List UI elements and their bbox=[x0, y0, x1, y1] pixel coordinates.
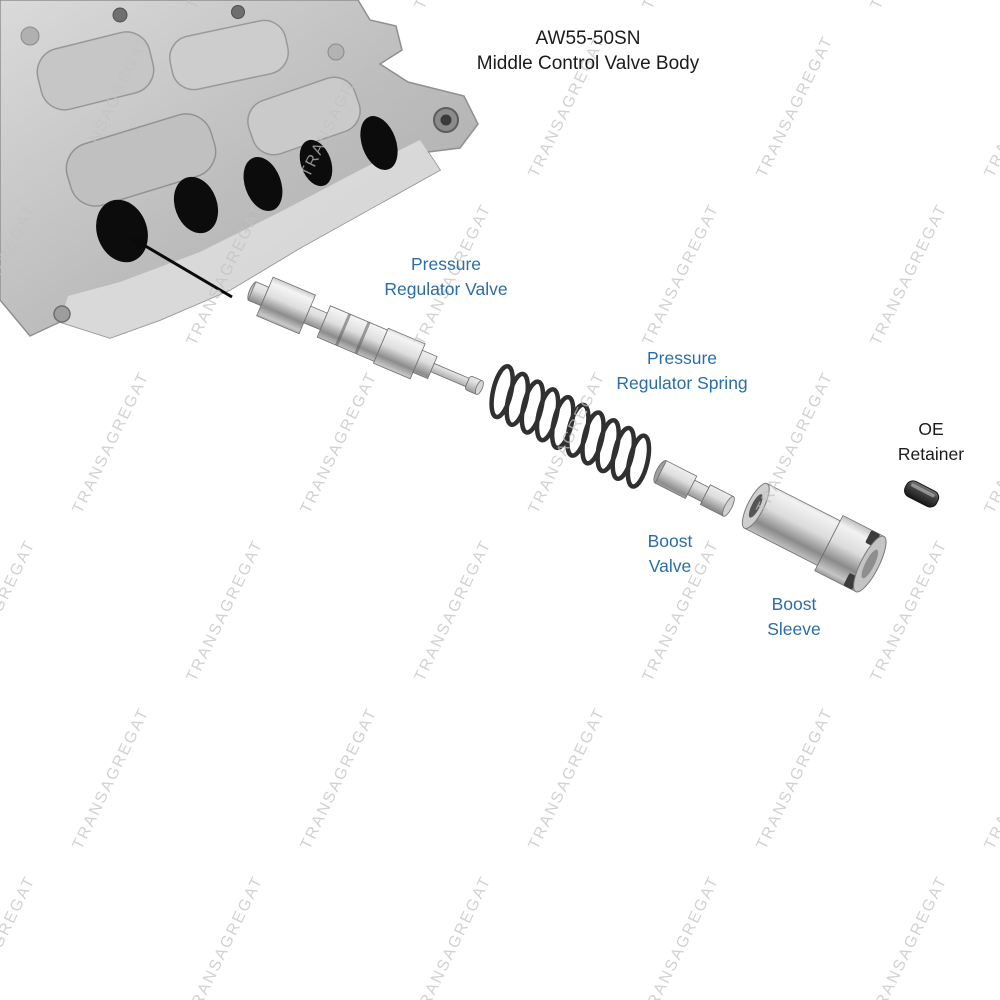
title-part-name: Middle Control Valve Body bbox=[476, 52, 700, 74]
label-oe-retainer: OE Retainer bbox=[898, 417, 964, 467]
diagram-title: AW55-50SN Middle Control Valve Body bbox=[477, 27, 699, 76]
label-line: Regulator Spring bbox=[616, 373, 748, 394]
label-line: Valve bbox=[648, 556, 692, 577]
boost-valve-image bbox=[653, 460, 735, 517]
label-pressure-regulator-valve: Pressure Regulator Valve bbox=[384, 252, 507, 302]
label-line: Sleeve bbox=[767, 619, 821, 640]
label-line: Boost bbox=[771, 594, 817, 614]
label-line: Pressure bbox=[410, 254, 482, 274]
label-line: Pressure bbox=[646, 348, 718, 368]
pressure-regulator-spring-image bbox=[489, 363, 652, 489]
label-boost-sleeve: Boost Sleeve bbox=[767, 592, 821, 642]
label-boost-valve: Boost Valve bbox=[648, 529, 693, 579]
boost-sleeve-image bbox=[741, 482, 887, 593]
title-model: AW55-50SN bbox=[535, 28, 641, 49]
label-line: Retainer bbox=[897, 444, 965, 465]
label-line: Boost bbox=[647, 531, 693, 551]
pressure-regulator-valve-image bbox=[247, 276, 484, 395]
oe-retainer-image bbox=[904, 480, 940, 508]
label-line: OE bbox=[918, 419, 944, 439]
bore-pointer-arrow bbox=[128, 236, 233, 299]
label-line: Regulator Valve bbox=[384, 279, 508, 300]
label-pressure-regulator-spring: Pressure Regulator Spring bbox=[616, 346, 747, 396]
valve-body-image bbox=[0, 0, 479, 339]
